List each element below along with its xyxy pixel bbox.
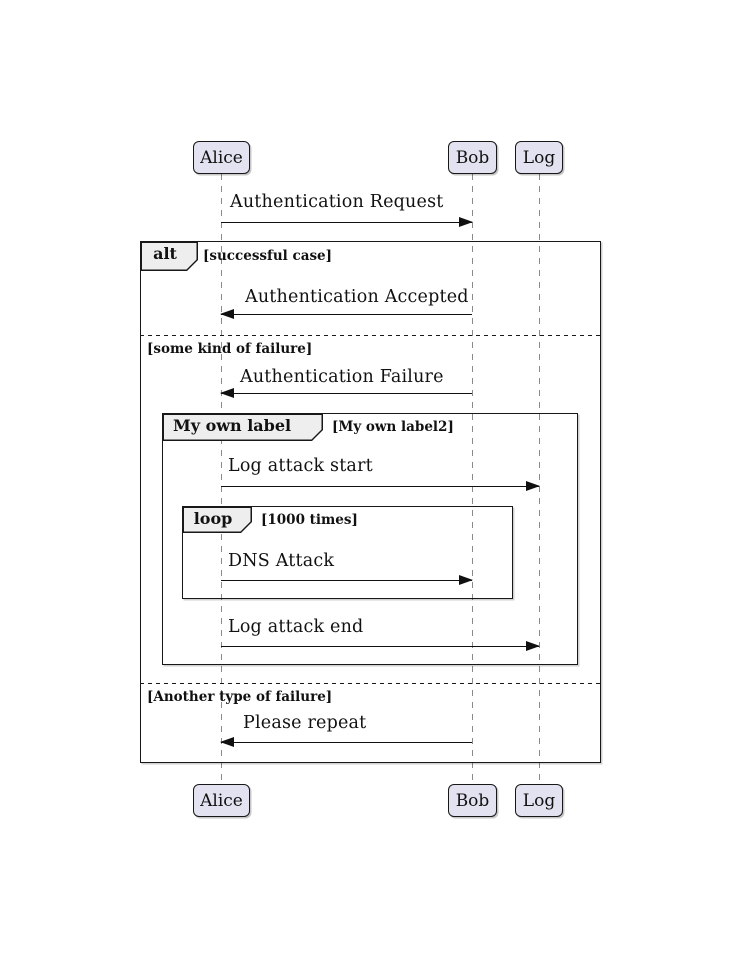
participant-box-log-bottom: Log	[515, 784, 563, 817]
participant-box-log-top: Log	[515, 141, 563, 174]
message-arrow	[220, 309, 472, 320]
message-arrow	[220, 388, 472, 399]
message-arrow	[221, 575, 473, 586]
message-label: Authentication Failure	[240, 367, 444, 387]
participant-box-bob-bottom: Bob	[448, 784, 497, 817]
participant-name: Bob	[455, 790, 490, 811]
alt-frame	[140, 241, 601, 763]
participant-box-alice-bottom: Alice	[193, 784, 250, 817]
loop-frame	[182, 506, 513, 599]
message-label: Log attack end	[228, 617, 364, 637]
alt-divider	[140, 335, 601, 336]
participant-name: Alice	[200, 790, 243, 811]
arrowhead-left-icon	[220, 309, 234, 320]
group-guard-label: [My own label2]	[332, 419, 454, 435]
participant-box-bob-top: Bob	[448, 141, 497, 174]
group-frame	[162, 413, 578, 665]
divider-guard-label: [some kind of failure]	[147, 341, 313, 357]
arrowhead-left-icon	[220, 737, 234, 748]
message-label: Authentication Accepted	[245, 287, 469, 307]
group-frame-label-pentagon: My own label	[162, 413, 323, 441]
alt-frame-label: alt	[153, 244, 177, 263]
loop-frame-label-pentagon: loop	[182, 506, 252, 533]
participant-name: Log	[522, 147, 556, 168]
participant-name: Bob	[455, 147, 490, 168]
message-arrow	[221, 217, 473, 228]
arrowhead-right-icon	[526, 481, 540, 492]
lifeline-bob	[472, 174, 473, 784]
lifeline-alice	[221, 174, 222, 784]
participant-name: Alice	[200, 147, 243, 168]
alt-guard-label: [successful case]	[203, 248, 333, 264]
message-arrow	[220, 737, 472, 748]
message-label: Please repeat	[243, 713, 367, 733]
participant-name: Log	[522, 790, 556, 811]
alt-frame-label-pentagon: alt	[140, 241, 198, 271]
group-frame-label: My own label	[173, 416, 292, 435]
divider-guard-label: [Another type of failure]	[147, 689, 333, 705]
participant-box-alice-top: Alice	[193, 141, 250, 174]
alt-divider	[140, 683, 601, 684]
message-label: Authentication Request	[230, 192, 444, 212]
arrowhead-right-icon	[459, 217, 473, 228]
arrowhead-right-icon	[459, 575, 473, 586]
message-arrow	[221, 481, 540, 492]
arrowhead-left-icon	[220, 388, 234, 399]
loop-guard-label: [1000 times]	[261, 512, 358, 528]
arrowhead-right-icon	[526, 641, 540, 652]
lifeline-log	[539, 174, 540, 784]
loop-frame-label: loop	[193, 509, 233, 528]
message-label: Log attack start	[228, 456, 373, 476]
message-arrow	[221, 641, 540, 652]
message-label: DNS Attack	[228, 551, 335, 571]
